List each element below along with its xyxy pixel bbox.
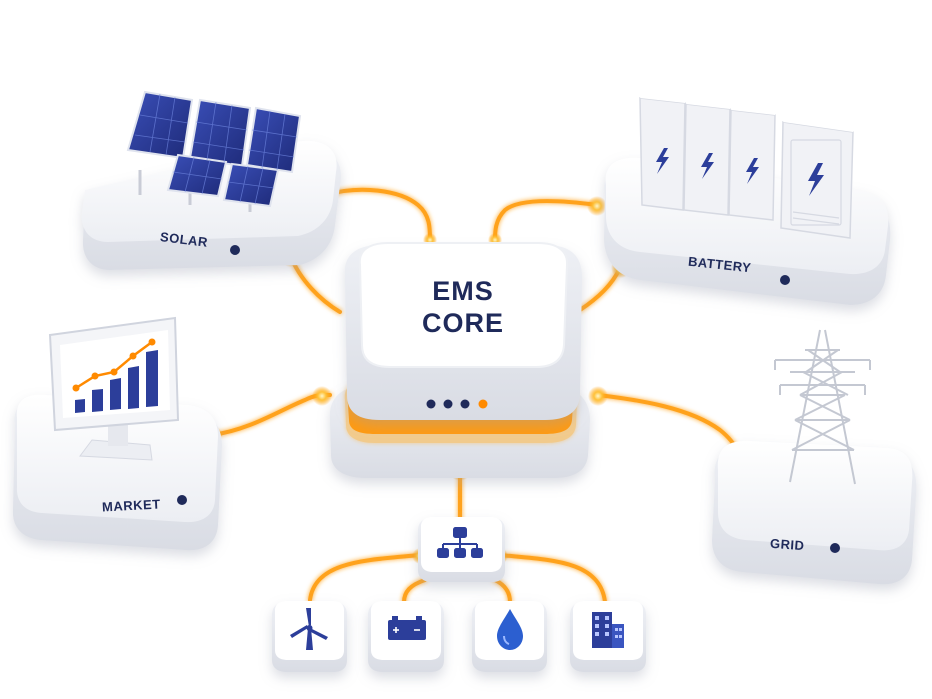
core-indicator-dot-active: [478, 399, 488, 409]
water-drop-icon: [497, 609, 523, 650]
core-indicator-dot: [460, 399, 470, 409]
junction-light: [588, 386, 608, 406]
solar-panel-icon: [126, 90, 302, 212]
wire-hub-water: [493, 578, 512, 604]
grid-label: GRID: [769, 535, 805, 554]
wire-hub-building: [498, 553, 607, 604]
battery-cabinet-icon: [639, 90, 858, 239]
wire-hub-battery: [402, 578, 427, 604]
junction-light: [587, 196, 607, 216]
wire-market-core: [210, 393, 332, 437]
battery-status-dot: [780, 275, 790, 285]
building-icon: [592, 612, 624, 648]
wire-battery-core-top: [493, 199, 599, 242]
wire-grid-core: [596, 393, 740, 454]
core-title: EMS CORE: [383, 275, 543, 339]
grid-node: [712, 440, 917, 585]
market-label: MARKET: [101, 496, 161, 515]
core-indicator-dot: [426, 399, 436, 409]
transmission-tower-icon: [774, 329, 871, 485]
ems-core-node: [329, 242, 590, 478]
network-hierarchy-icon: [437, 527, 483, 558]
solar-status-dot: [230, 245, 240, 255]
bar-chart-monitor-icon: [48, 316, 180, 461]
core-indicator-dot: [443, 399, 453, 409]
battery-icon: [388, 616, 426, 640]
grid-status-dot: [830, 543, 840, 553]
core-title-line1: EMS: [432, 276, 494, 306]
junction-light: [312, 386, 332, 406]
core-title-line2: CORE: [421, 308, 504, 338]
wind-turbine-icon: [290, 608, 328, 650]
core-status-indicators: [426, 399, 488, 409]
market-status-dot: [177, 495, 187, 505]
wire-hub-wind: [308, 553, 422, 602]
wire-solar-core-top: [323, 187, 432, 242]
